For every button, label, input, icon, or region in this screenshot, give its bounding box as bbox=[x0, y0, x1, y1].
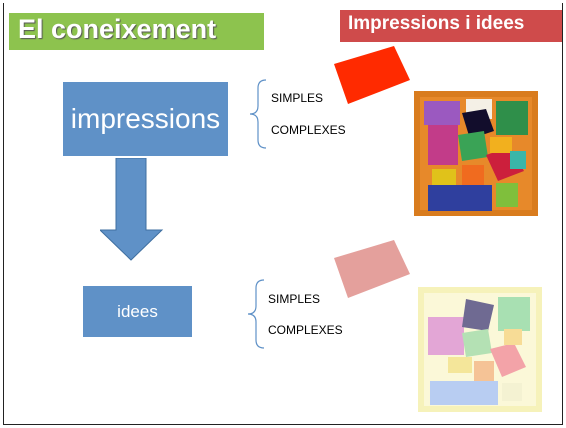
slide-subtitle: Impressions i idees bbox=[348, 13, 525, 34]
impressions-option-simples: SIMPLES bbox=[271, 91, 324, 105]
vivid-collage-image bbox=[414, 91, 538, 216]
title-banner bbox=[9, 13, 264, 50]
faded-collage-image bbox=[418, 287, 542, 412]
faded-color-swatch bbox=[334, 240, 410, 298]
idees-box: idees bbox=[83, 286, 192, 337]
down-arrow-icon bbox=[100, 158, 164, 261]
slide-title: El coneixement bbox=[18, 14, 217, 44]
idees-option-complexes: COMPLEXES bbox=[268, 323, 343, 337]
vivid-color-swatch bbox=[334, 46, 410, 104]
impressions-box: impressions bbox=[63, 82, 228, 156]
slide-frame bbox=[3, 3, 563, 425]
idees-brace bbox=[247, 279, 265, 349]
idees-label: idees bbox=[117, 301, 158, 321]
impressions-option-complexes: COMPLEXES bbox=[271, 123, 346, 137]
impressions-label: impressions bbox=[70, 103, 221, 134]
impressions-brace bbox=[249, 79, 267, 149]
idees-option-simples: SIMPLES bbox=[268, 292, 321, 306]
subtitle-banner bbox=[340, 10, 562, 42]
